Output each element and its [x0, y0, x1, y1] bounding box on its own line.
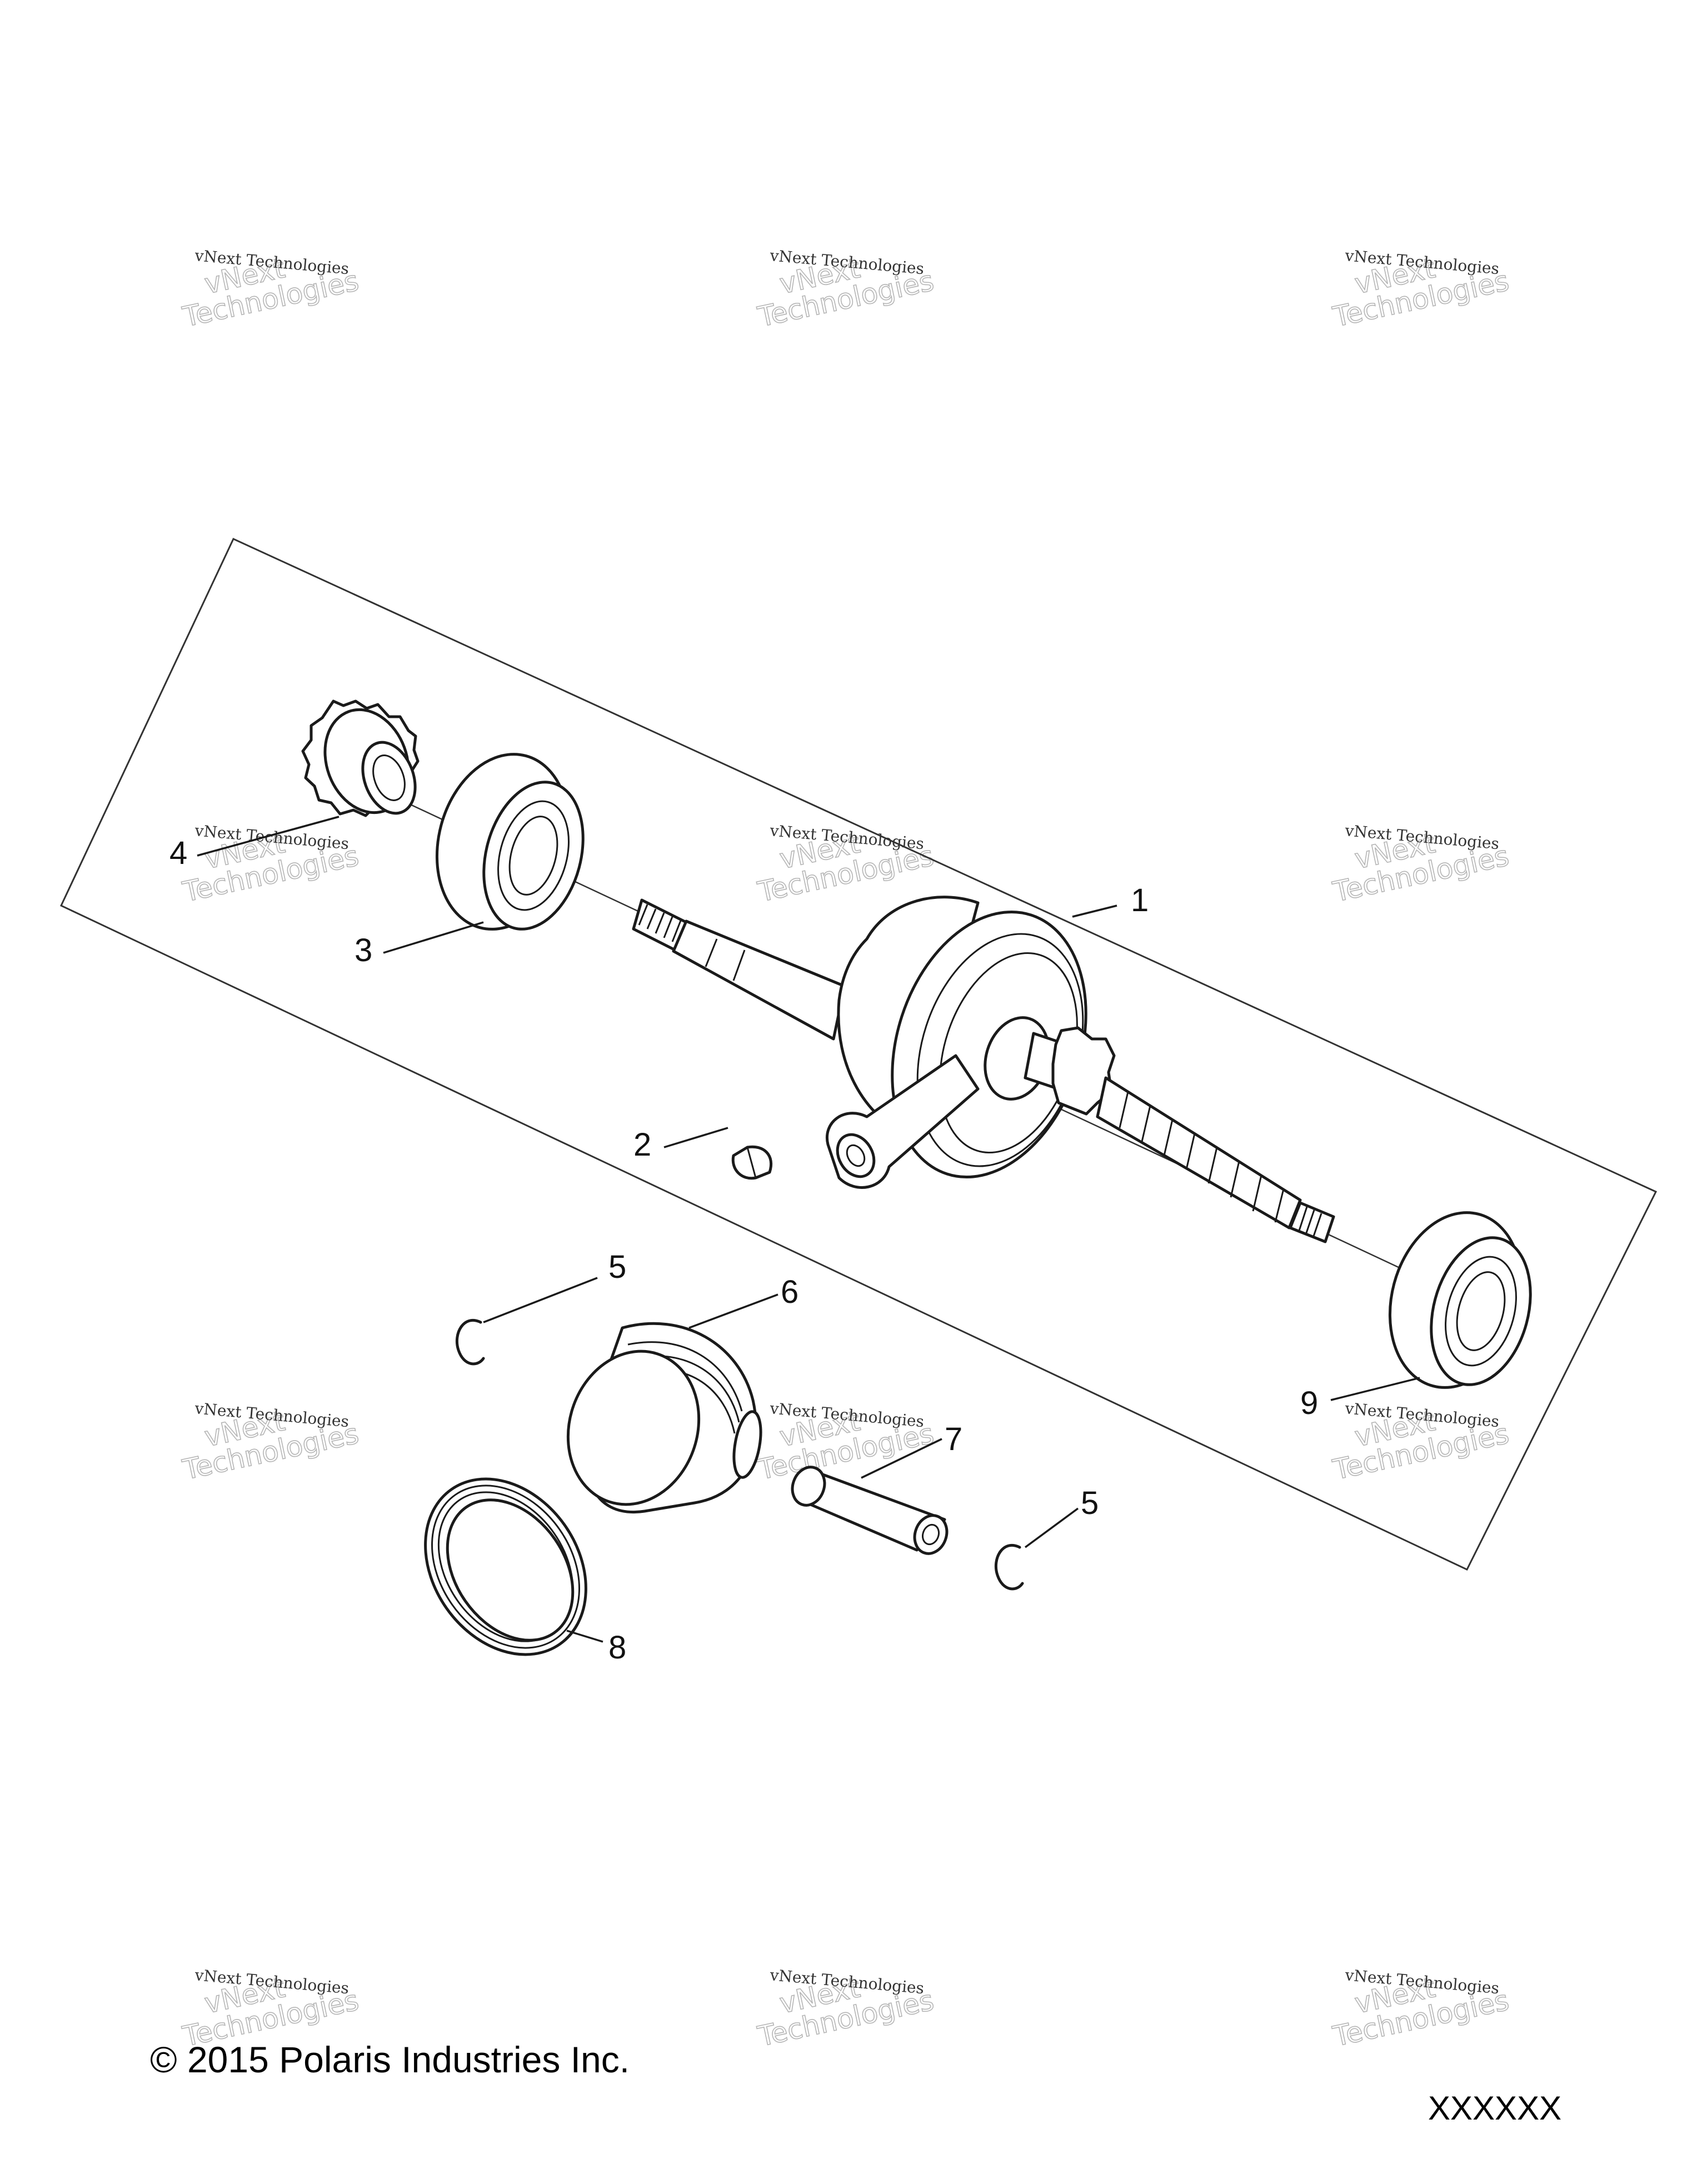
- watermark: vNext Technologies vNext Technologies: [1330, 821, 1513, 909]
- callout-3: 3: [355, 932, 372, 968]
- leader-line-3: [383, 921, 484, 954]
- callout-7: 7: [945, 1421, 962, 1457]
- watermark: vNext Technologies vNext Technologies: [179, 821, 362, 909]
- crankshaft-assembly: [632, 896, 1335, 1243]
- callout-6: 6: [781, 1274, 798, 1310]
- leader-line-5a: [483, 1277, 598, 1323]
- copyright-notice: © 2015 Polaris Industries Inc.: [150, 2039, 630, 2080]
- watermark: vNext Technologies vNext Technologies: [755, 246, 937, 334]
- leader-line-9: [1330, 1377, 1420, 1401]
- watermark: vNext Technologies vNext Technologies: [179, 1399, 362, 1487]
- leader-line-5b: [1024, 1507, 1079, 1548]
- watermark: vNext Technologies vNext Technologies: [755, 821, 937, 909]
- leader-line-1: [1072, 904, 1117, 918]
- leader-line-7: [861, 1438, 942, 1479]
- callout-9: 9: [1300, 1385, 1318, 1421]
- assembly-frame: [60, 538, 1658, 1571]
- watermark: vNext Technologies vNext Technologies: [755, 1966, 937, 2053]
- left-bearing: [435, 753, 585, 931]
- watermark: vNext Technologies vNext Technologies: [1330, 1399, 1513, 1487]
- callout-5a: 5: [608, 1249, 626, 1285]
- piston-pin-circlip-lower: [994, 1543, 1024, 1591]
- leader-line-6: [688, 1293, 778, 1329]
- piston-pin-circlip-upper: [455, 1318, 485, 1366]
- watermark: vNext Technologies vNext Technologies: [179, 246, 362, 334]
- watermark: vNext Technologies vNext Technologies: [755, 1399, 937, 1487]
- figure-code: XXXXXX: [1428, 2090, 1561, 2127]
- piston-ring-set: [424, 1477, 587, 1656]
- callout-2: 2: [633, 1127, 651, 1163]
- piston-pin: [791, 1466, 949, 1555]
- piston: [566, 1322, 762, 1514]
- right-bearing: [1388, 1211, 1532, 1389]
- crank-gear: [301, 699, 420, 817]
- leader-line-2: [663, 1127, 728, 1148]
- woodruff-key: [731, 1145, 773, 1180]
- callout-8: 8: [608, 1630, 626, 1666]
- callout-5b: 5: [1081, 1485, 1099, 1521]
- callout-1: 1: [1131, 882, 1149, 918]
- watermark: vNext Technologies vNext Technologies: [1330, 1966, 1513, 2053]
- leader-line-8: [566, 1630, 603, 1643]
- callout-4: 4: [169, 835, 187, 871]
- leader-line-4: [197, 816, 340, 857]
- watermark: vNext Technologies vNext Technologies: [1330, 246, 1513, 334]
